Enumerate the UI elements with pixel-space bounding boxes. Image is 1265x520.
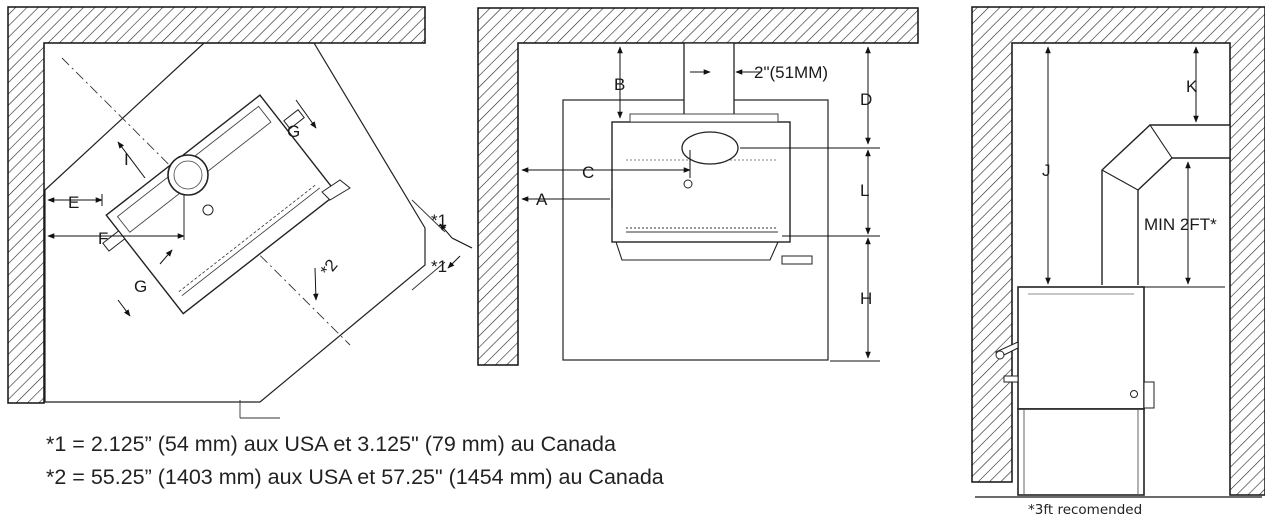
- floor-protector-outline: [44, 42, 426, 403]
- label-J: J: [1042, 161, 1051, 180]
- side-stovepipe: [1101, 124, 1231, 285]
- label-H: H: [860, 289, 872, 308]
- label-min-2ft: MIN 2FT*: [1144, 215, 1217, 234]
- label-L: L: [860, 181, 869, 200]
- label-E: E: [68, 193, 79, 212]
- label-star1-bottom: *1: [431, 257, 447, 276]
- label-D: D: [860, 90, 872, 109]
- dim-I: [117, 141, 146, 179]
- note-star1: *1 = 2.125” (54 mm) aux USA et 3.125" (7…: [46, 432, 616, 456]
- corner-stove-body: [102, 94, 338, 315]
- label-I: I: [124, 150, 129, 169]
- label-star2: *2: [317, 256, 342, 281]
- label-F: F: [98, 229, 108, 248]
- dim-G-bottom: [159, 249, 173, 265]
- corner-installation-view: E F G G I *1 *1 *2: [7, 6, 473, 419]
- label-C: C: [582, 163, 594, 182]
- front-handle: [781, 255, 813, 265]
- side-wall-hatch: [971, 6, 1265, 496]
- side-installation-view: J K MIN 2FT*: [971, 6, 1265, 498]
- footnote-recommended: *3ft recomended: [1028, 502, 1143, 518]
- label-pipe-clearance: 2"(51MM): [754, 63, 828, 82]
- corner-handle: [321, 179, 351, 201]
- label-K: K: [1186, 77, 1198, 96]
- label-star1-top: *1: [431, 211, 447, 230]
- side-stove-pedestal: [1017, 408, 1145, 496]
- side-stove-body: [1017, 286, 1145, 410]
- dim-G-top: [295, 99, 317, 129]
- dim-star2: [313, 267, 319, 301]
- label-B: B: [614, 75, 625, 94]
- front-wall-hatch: [477, 7, 919, 366]
- label-A: A: [536, 190, 548, 209]
- front-installation-view: A B C D L H 2"(51MM): [477, 7, 919, 366]
- label-G-top: G: [287, 122, 300, 141]
- note-star2: *2 = 55.25” (1403 mm) aux USA et 57.25" …: [46, 465, 664, 489]
- label-G-bottom: G: [134, 277, 147, 296]
- corner-wall-hatch: [7, 6, 426, 404]
